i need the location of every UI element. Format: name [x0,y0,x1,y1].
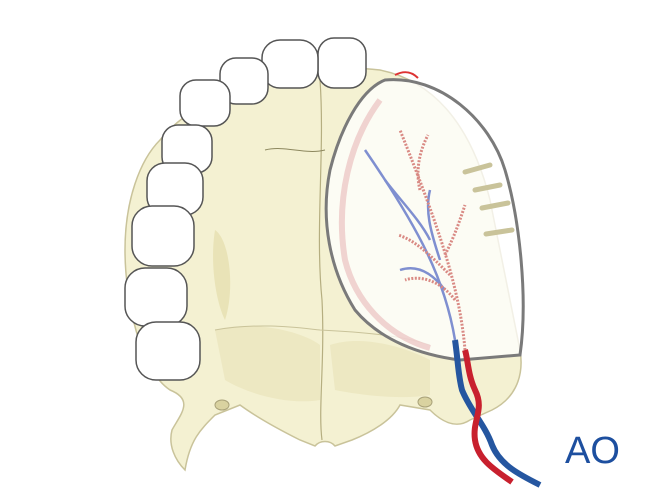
teeth [124,37,367,381]
tooth [261,39,319,89]
palatine-vein [452,339,542,488]
bone-shade [213,230,231,320]
tooth [317,37,367,89]
ao-logo: AO [565,430,620,472]
flap-hinge [394,71,419,79]
artery-branches [397,129,467,351]
tooth [179,79,231,127]
flap-inner-edge [338,98,431,351]
midline-suture [318,79,324,441]
tooth [135,321,201,381]
incisive-suture [264,148,326,152]
palatal-flap [324,78,525,362]
greater-palatine-foramen [417,396,433,408]
greater-palatine-foramen [214,399,230,411]
palatine-artery [462,349,514,485]
sutures [462,162,515,237]
tooth [124,267,188,327]
bone-shade [215,325,320,402]
tooth [131,205,195,267]
bone-shade [330,340,430,398]
